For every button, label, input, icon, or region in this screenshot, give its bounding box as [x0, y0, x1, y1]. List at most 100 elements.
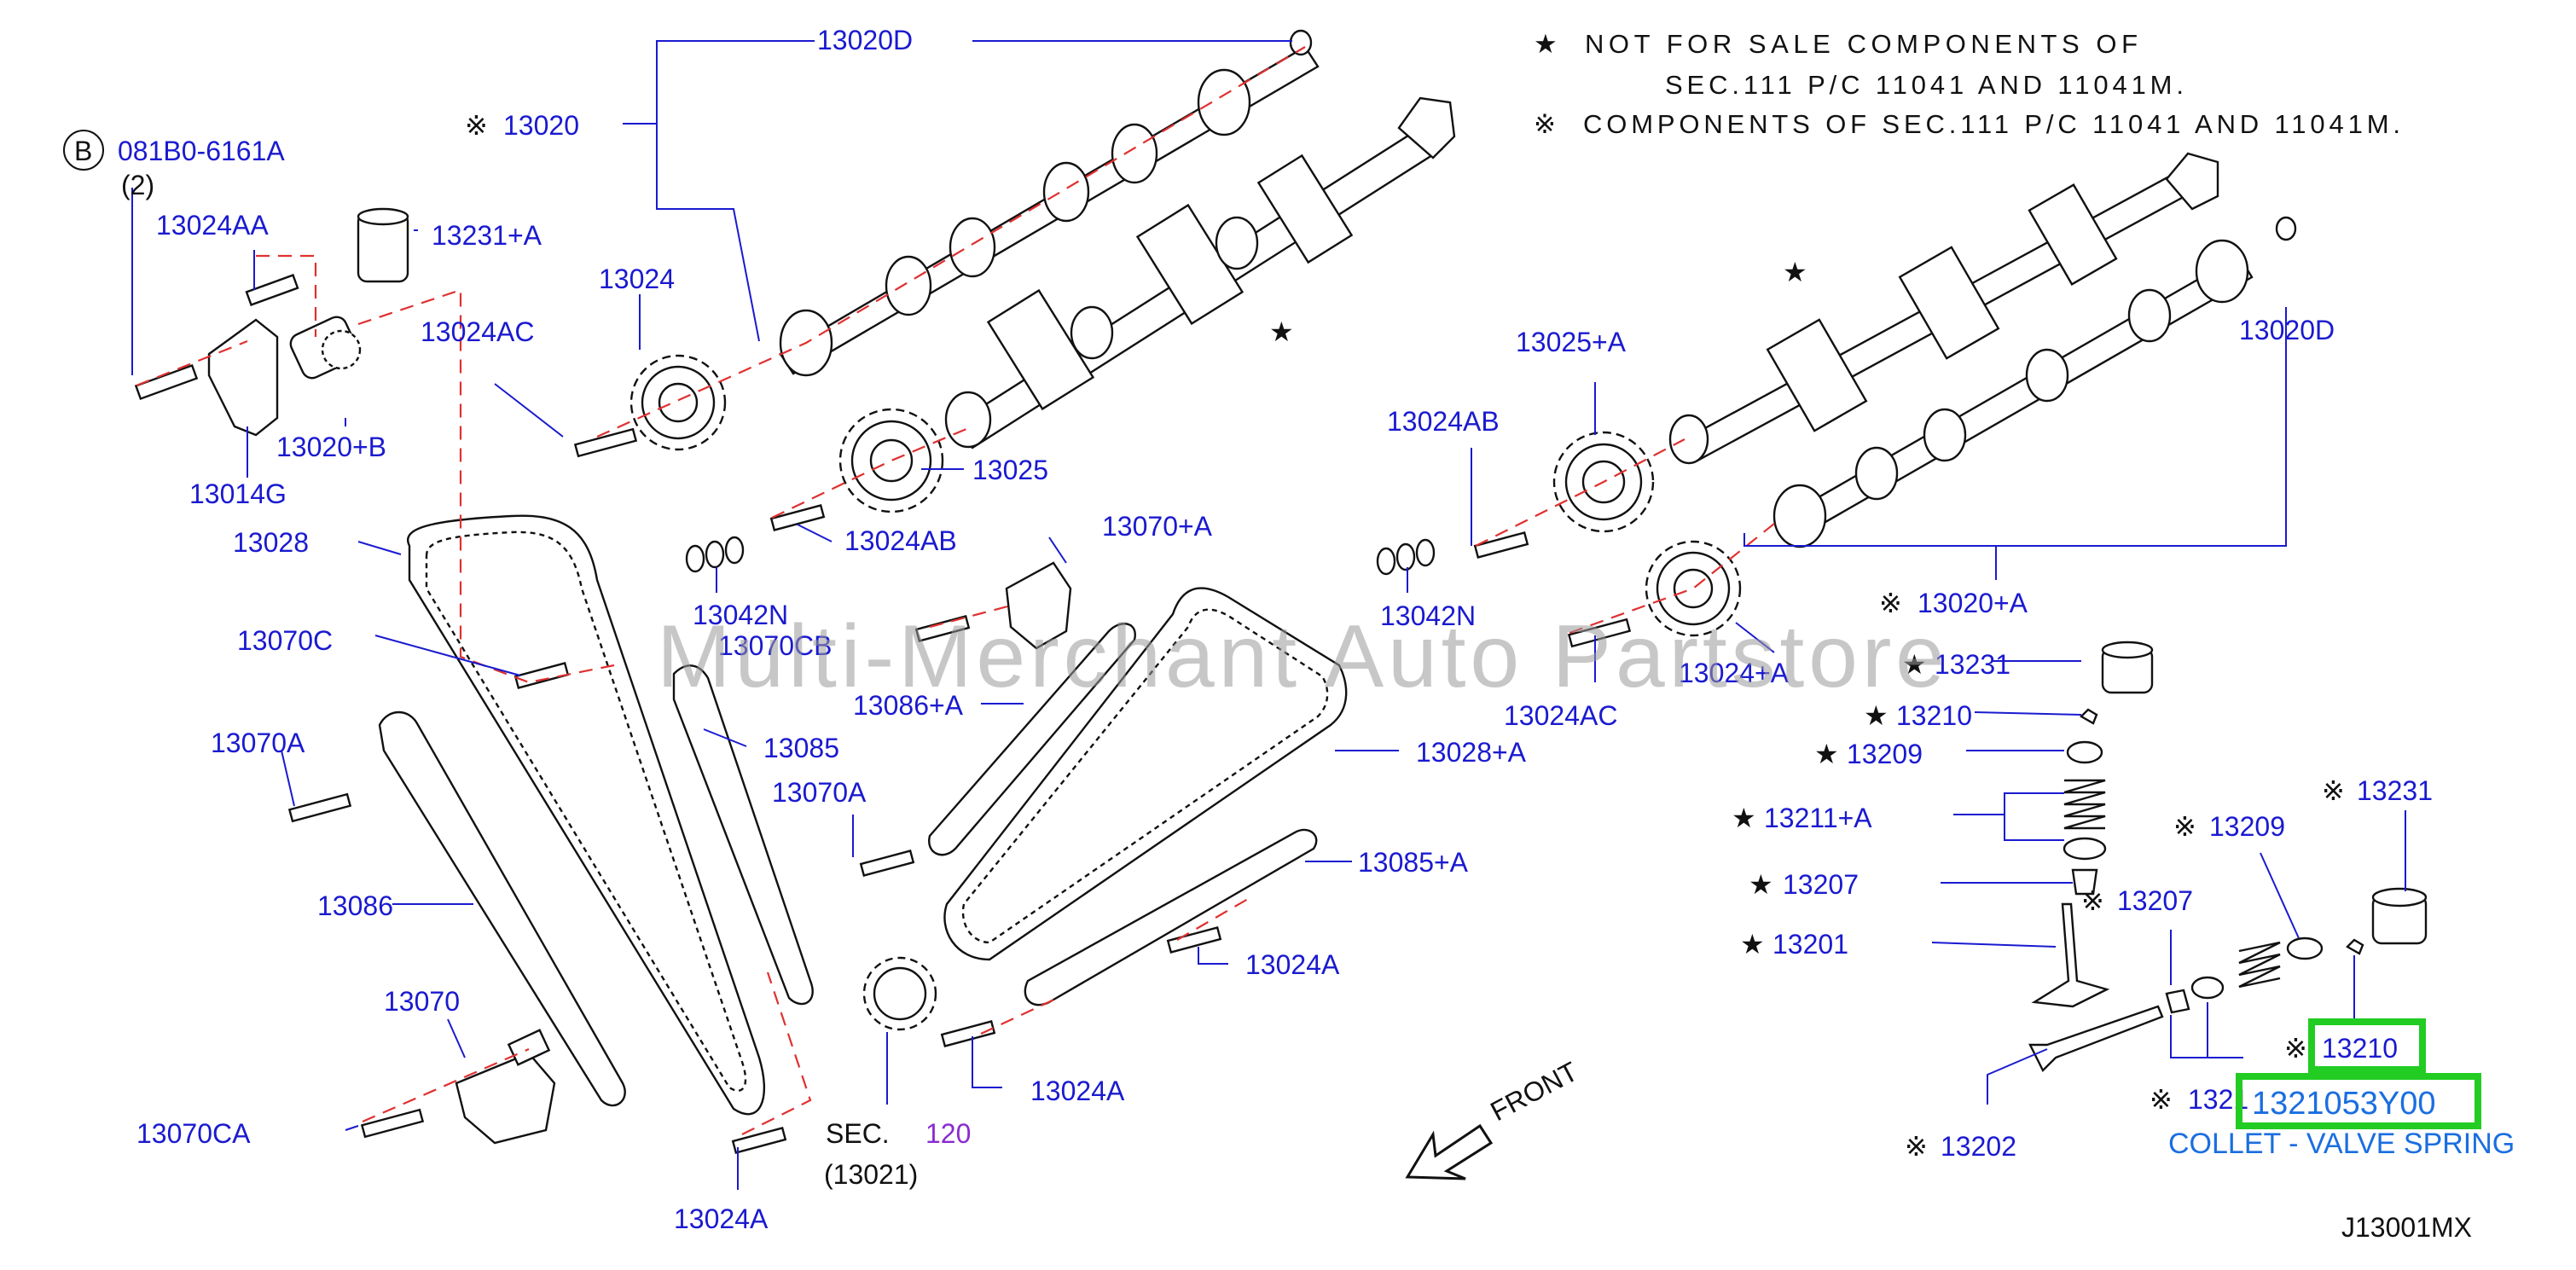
label-13014G[interactable]: 13014G	[189, 478, 287, 509]
label-13042N-left[interactable]: 13042N	[693, 600, 788, 630]
tensioner-13070	[455, 1029, 556, 1145]
label-13231-star[interactable]: 13231	[1935, 649, 2010, 680]
label-13231-mark[interactable]: 13231	[2357, 775, 2433, 806]
note1-line1: NOT FOR SALE COMPONENTS OF	[1585, 29, 2139, 59]
label-13202-mark[interactable]: 13202	[1941, 1131, 2016, 1162]
label-13020A[interactable]: 13020+A	[1917, 588, 2028, 618]
o-ring	[1415, 538, 1436, 567]
mark-icon: ※	[2173, 811, 2196, 842]
leader	[374, 635, 521, 676]
tensioner-body	[455, 1052, 556, 1145]
label-13201-star[interactable]: 13201	[1772, 929, 1848, 960]
chain-outer	[407, 514, 766, 1116]
label-13024A-mid[interactable]: 13024A	[1030, 1076, 1125, 1106]
cam-end	[2165, 152, 2219, 211]
label-13024AA[interactable]: 13024AA	[156, 210, 269, 241]
cam-lobe	[1042, 161, 1090, 223]
bolt-13024AC-left	[573, 427, 638, 458]
valve-13202	[2028, 1005, 2164, 1073]
label-13085[interactable]: 13085	[763, 733, 839, 763]
spring-mark	[2238, 941, 2281, 989]
label-13210-star[interactable]: 13210	[1896, 700, 1972, 731]
sec-sub: (13021)	[824, 1159, 918, 1190]
spring-13211A	[2063, 779, 2106, 830]
leader	[447, 1018, 466, 1058]
label-13024[interactable]: 13024	[599, 264, 675, 294]
crank-sprocket	[862, 956, 937, 1031]
align-line	[1569, 519, 1779, 635]
label-13231A-left[interactable]: 13231+A	[432, 220, 542, 251]
o-rings	[685, 536, 1436, 576]
label-13020[interactable]: 13020	[503, 110, 579, 141]
cam-journal	[1772, 484, 1827, 548]
bolt-13070C	[513, 662, 570, 689]
label-13070CB[interactable]: 13070CB	[718, 630, 832, 661]
label-13085A[interactable]: 13085+A	[1358, 847, 1469, 878]
label-13086[interactable]: 13086	[317, 890, 393, 921]
label-13028[interactable]: 13028	[233, 527, 309, 558]
label-13070CA[interactable]: 13070CA	[136, 1118, 251, 1149]
align-line	[357, 288, 615, 684]
o-ring	[1395, 542, 1416, 571]
note2: COMPONENTS OF SEC.111 P/C 11041 AND 1104…	[1583, 109, 2402, 139]
leader	[1974, 711, 2082, 716]
cam-bracket	[1135, 203, 1244, 326]
label-13209-star[interactable]: 13209	[1847, 739, 1923, 769]
label-13210-mark[interactable]: 13210	[2322, 1033, 2398, 1064]
leader	[345, 1125, 359, 1131]
label-13209-mark[interactable]: 13209	[2209, 811, 2285, 842]
leader	[357, 541, 402, 555]
bolt-13024AB-mid	[769, 504, 826, 531]
sprocket-13025	[838, 408, 944, 513]
label-13024A-plus[interactable]: 13024+A	[1679, 658, 1790, 688]
label-13024AC-left[interactable]: 13024AC	[421, 316, 534, 347]
label-13042N-right[interactable]: 13042N	[1380, 600, 1476, 631]
front-arrow-icon	[1405, 1123, 1494, 1180]
note1-line2: SEC.111 P/C 11041 AND 11041M.	[1665, 70, 2185, 100]
sec-number[interactable]: 120	[925, 1118, 971, 1149]
guide-13085	[672, 664, 814, 1006]
part-labels: 13020D ※ 13020 B 081B0-6161A (2) 13024AA…	[63, 25, 2515, 1243]
leader	[1931, 942, 2057, 948]
retainer-13209	[2066, 740, 2103, 764]
valve-train-mark	[2028, 887, 2428, 1073]
label-13070A-left[interactable]: 13070A	[211, 728, 305, 758]
highlight-part-number[interactable]: 1321053Y00	[2252, 1086, 2436, 1122]
label-13211A-star[interactable]: 13211+A	[1764, 803, 1872, 833]
align-line	[929, 604, 1012, 629]
label-13086A[interactable]: 13086+A	[853, 690, 964, 721]
label-13070A-mid[interactable]: 13070A	[772, 777, 867, 808]
label-13025[interactable]: 13025	[972, 455, 1048, 485]
label-13024AB-right[interactable]: 13024AB	[1387, 406, 1500, 437]
label-13020D-right[interactable]: 13020D	[2239, 315, 2335, 345]
sprocket-13024	[629, 354, 727, 451]
star-icon: ★	[1749, 869, 1773, 900]
guide-body	[928, 623, 1136, 856]
o-ring	[705, 540, 725, 569]
cam-lobe	[1215, 216, 1259, 270]
label-13024A-right[interactable]: 13024A	[1245, 949, 1340, 980]
bolts	[287, 427, 1632, 1154]
label-13207-mark[interactable]: 13207	[2117, 885, 2193, 916]
left-timing-chain-13028	[407, 514, 766, 1116]
label-13024AC-right[interactable]: 13024AC	[1504, 700, 1617, 731]
label-13025A[interactable]: 13025+A	[1516, 327, 1627, 357]
label-13207-star[interactable]: 13207	[1783, 869, 1859, 900]
label-13028A[interactable]: 13028+A	[1416, 737, 1527, 768]
label-13070C[interactable]: 13070C	[237, 625, 333, 656]
label-13024A-bottom[interactable]: 13024A	[674, 1203, 769, 1234]
label-13020B[interactable]: 13020+B	[276, 432, 386, 462]
label-13020D-top[interactable]: 13020D	[817, 25, 913, 55]
label-13024AB-mid[interactable]: 13024AB	[844, 525, 957, 556]
right-timing-chain-13028A	[943, 587, 1348, 961]
align-line	[136, 339, 248, 387]
label-13070A-top[interactable]: 13070+A	[1102, 511, 1213, 542]
cam-sensor-assembly	[134, 207, 409, 437]
leader	[1987, 1048, 2048, 1105]
leader	[1198, 947, 1228, 965]
label-081b0[interactable]: 081B0-6161A	[118, 136, 285, 166]
lifter-top	[2371, 887, 2428, 908]
label-13070[interactable]: 13070	[384, 986, 460, 1017]
align-line	[596, 46, 1306, 438]
